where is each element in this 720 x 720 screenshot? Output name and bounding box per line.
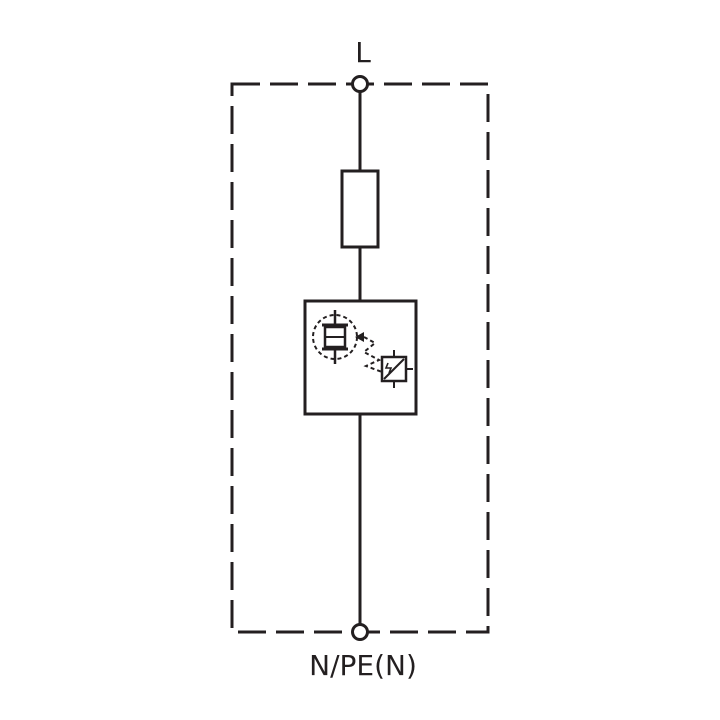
bottom-terminal-label: N/PE(N) <box>309 649 417 682</box>
bottom-terminal-icon <box>351 623 369 641</box>
top-terminal-label: L <box>355 36 371 69</box>
fuse-symbol <box>340 169 380 249</box>
status-indicator-icon <box>380 350 413 388</box>
linkage-arrow <box>355 332 383 373</box>
protection-module <box>303 299 418 416</box>
top-terminal-icon <box>351 75 369 93</box>
